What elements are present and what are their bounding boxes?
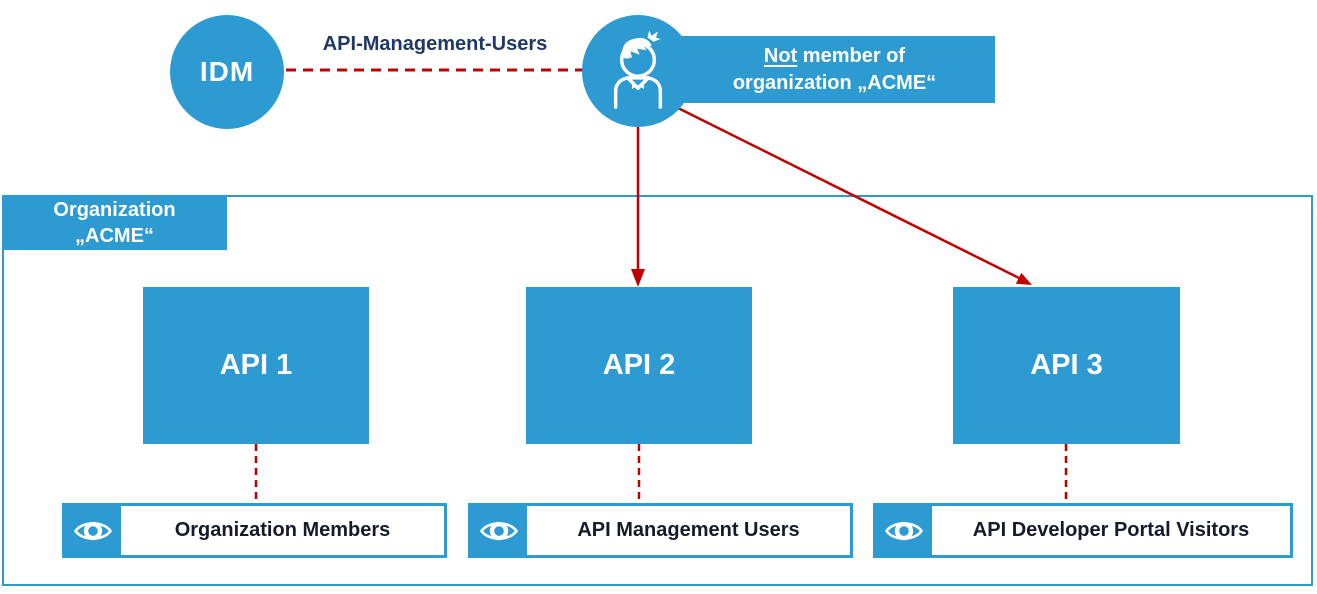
api1-label: API 1 <box>219 349 293 381</box>
audience-box-api-management-users: API Management Users <box>468 503 853 558</box>
audience-box-api-developer-portal-visitors: API Developer Portal Visitors <box>873 503 1293 558</box>
note-line1-rest: member of <box>797 44 906 67</box>
api3-label: API 3 <box>1030 349 1103 381</box>
eye-icon <box>468 503 527 558</box>
idm-label: IDM <box>199 56 255 87</box>
person-icon <box>613 30 663 109</box>
note-line2: organization „ACME“ <box>732 71 937 94</box>
audience-label: API Developer Portal Visitors <box>972 519 1250 541</box>
eye-icon <box>873 503 932 558</box>
idm-node: IDM <box>170 15 284 129</box>
organization-boundary: Organization „ACME“ <box>2 195 1313 586</box>
api2-label: API 2 <box>602 349 676 381</box>
api1-node: API 1 <box>143 287 369 444</box>
organization-label-line1: Organization <box>53 198 176 221</box>
audience-box-organization-members: Organization Members <box>62 503 447 558</box>
note-not-word: Not <box>763 44 798 67</box>
not-member-note: Not member of organization „ACME“ <box>660 36 995 103</box>
eye-icon <box>62 503 121 558</box>
audience-label: API Management Users <box>577 519 800 541</box>
api2-node: API 2 <box>526 287 752 444</box>
note-line1: Not member of <box>764 43 905 70</box>
organization-label-line2: „ACME“ <box>75 224 154 247</box>
user-node <box>582 15 694 127</box>
api3-node: API 3 <box>953 287 1180 444</box>
audience-label: Organization Members <box>174 519 391 541</box>
organization-label: Organization „ACME“ <box>2 195 227 250</box>
connector-label: API-Management-Users <box>322 33 548 55</box>
